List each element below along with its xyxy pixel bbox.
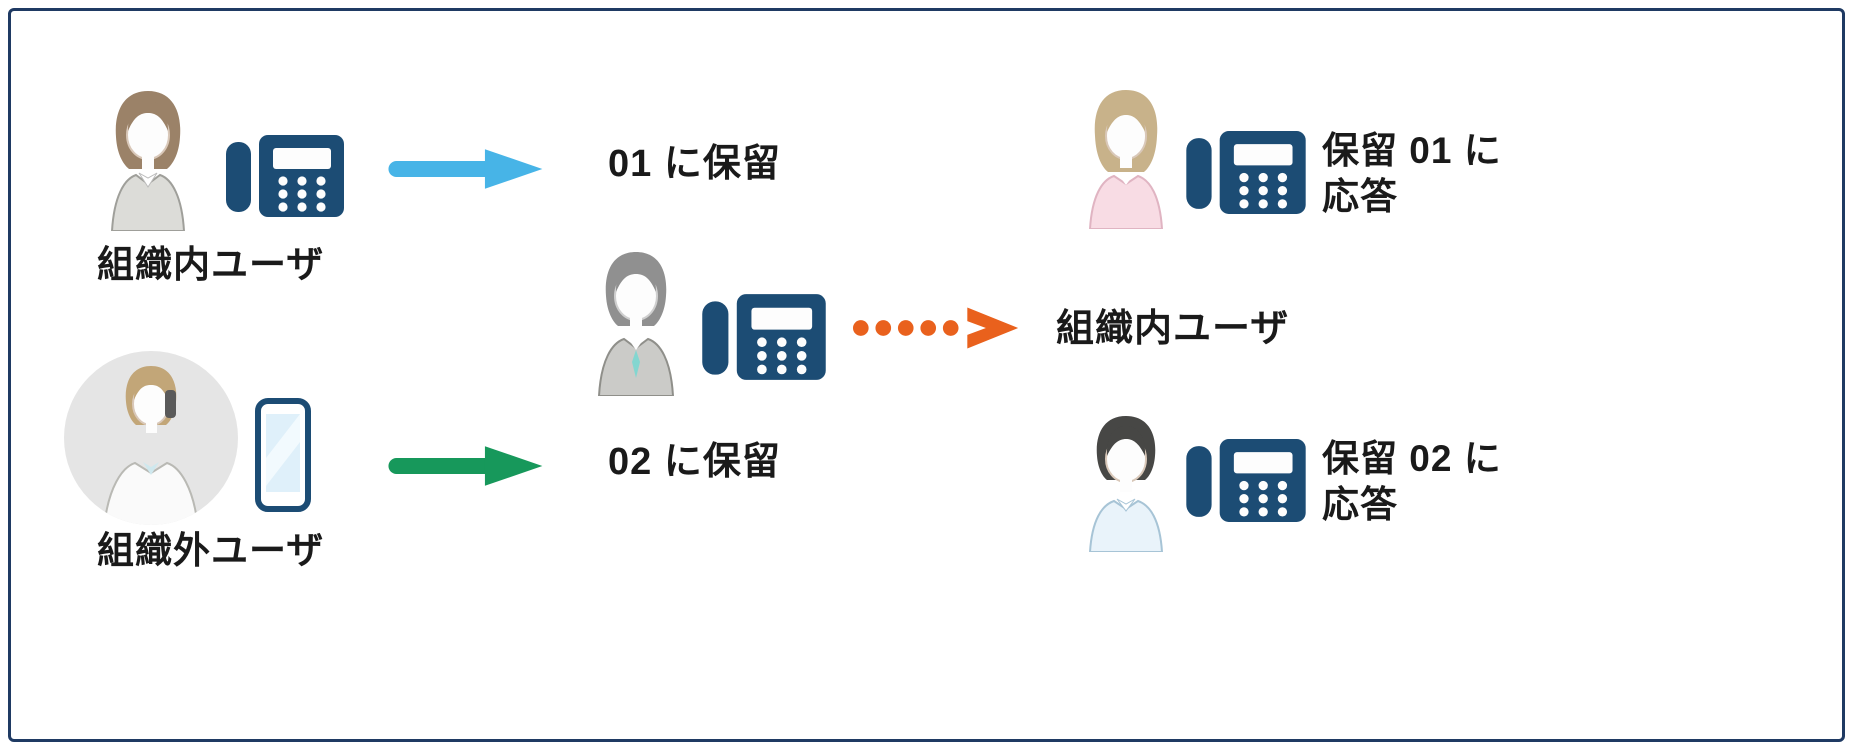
hold-02-text: 02 に保留 bbox=[608, 441, 781, 483]
pickup-01-text-line2: 応答 bbox=[1322, 176, 1398, 218]
smartphone-icon bbox=[254, 398, 312, 512]
diagram-border bbox=[8, 8, 1845, 742]
external-user-label: 組織外ユーザ bbox=[97, 530, 325, 571]
hold-02-arrow-icon bbox=[388, 444, 548, 488]
pickup-target-label: 組織内ユーザ bbox=[1056, 308, 1290, 350]
desk-phone-icon bbox=[1184, 437, 1308, 524]
desk-phone-icon bbox=[700, 292, 828, 382]
hold-01-text: 01 に保留 bbox=[608, 143, 781, 185]
pickup-01-text-line1: 保留 01 に bbox=[1322, 130, 1502, 171]
pickup-01-user-avatar bbox=[1078, 84, 1174, 229]
pickup-01-text: 保留 01 に 応答 bbox=[1322, 128, 1502, 221]
desk-phone-icon bbox=[224, 133, 346, 219]
pickup-02-user-avatar bbox=[1078, 412, 1174, 552]
pickup-dotted-arrow-icon bbox=[852, 303, 1024, 353]
park-user-avatar bbox=[586, 246, 686, 396]
pickup-02-text-line1: 保留 02 に bbox=[1322, 438, 1502, 479]
internal-user-avatar bbox=[100, 83, 196, 231]
internal-user-label: 組織内ユーザ bbox=[97, 244, 325, 285]
pickup-02-text: 保留 02 に 応答 bbox=[1322, 436, 1502, 529]
hold-01-arrow-icon bbox=[388, 147, 548, 191]
desk-phone-icon bbox=[1184, 129, 1308, 216]
external-user-avatar bbox=[62, 336, 240, 541]
pickup-02-text-line2: 応答 bbox=[1322, 484, 1398, 526]
